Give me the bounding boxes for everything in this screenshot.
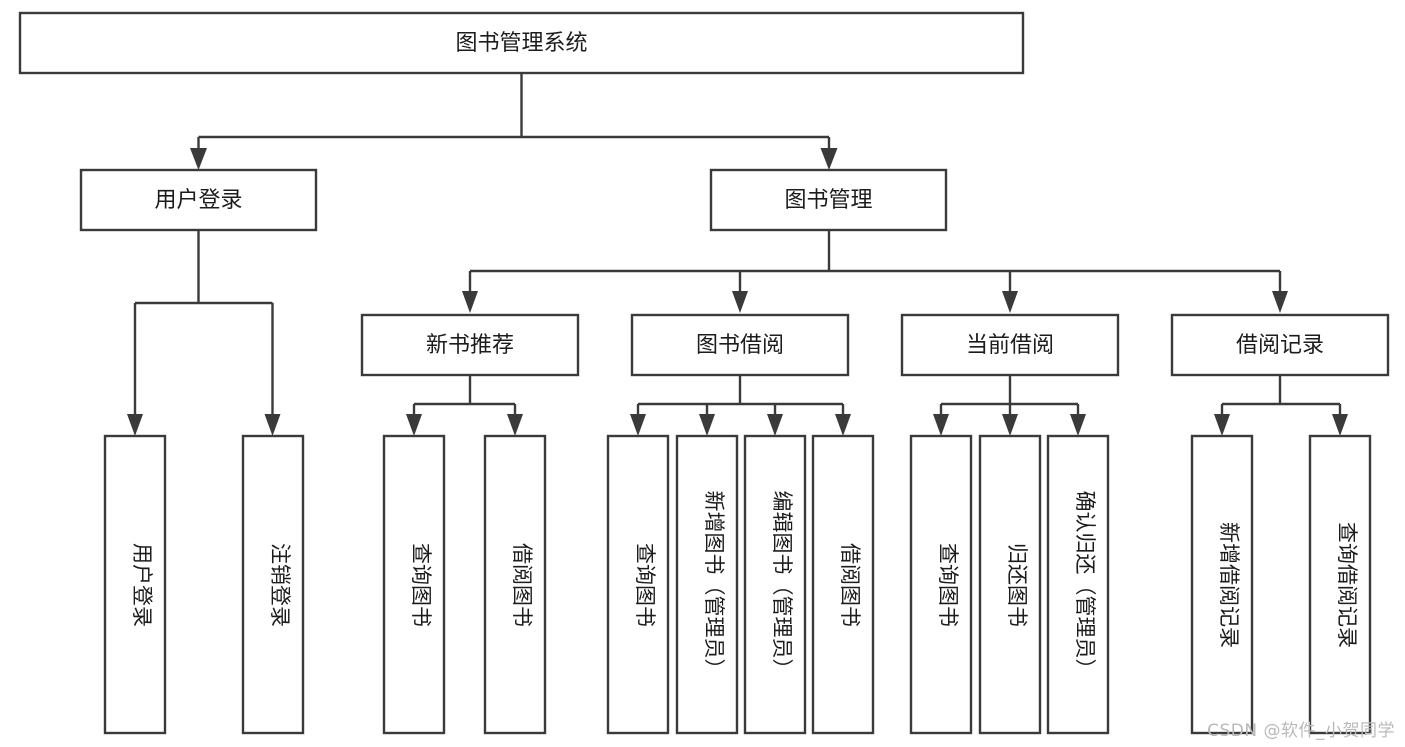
node-leaf-borrow-book-1-box[interactable] [483, 434, 547, 735]
node-leaf-add-borrow-record-label: 新增借阅记录 [1217, 522, 1241, 648]
node-leaf-add-book-admin-label: 新增图书（管理员） [702, 491, 726, 680]
node-leaf-return-book-label: 归还图书 [1005, 543, 1029, 627]
node-new-book-rec-box[interactable] [360, 313, 580, 377]
arrow-to-edit-book-admin [767, 414, 783, 436]
node-leaf-query-book-1-box[interactable] [382, 434, 446, 735]
node-leaf-query-book-2[interactable]: 查询图书 [606, 434, 670, 735]
node-leaf-confirm-return-admin-label: 确认归还（管理员） [1073, 491, 1097, 680]
node-leaf-logout[interactable]: 注销登录 [241, 434, 305, 735]
node-leaf-query-book-2-box[interactable] [606, 434, 670, 735]
node-leaf-query-book-3-label: 查询图书 [936, 543, 960, 627]
node-user-login[interactable]: 用户登录 [79, 168, 318, 232]
node-user-login-box[interactable] [79, 168, 318, 232]
connector-group-root [190, 73, 838, 170]
node-leaf-query-borrow-record-label: 查询借阅记录 [1335, 522, 1359, 648]
node-new-book-rec[interactable]: 新书推荐 [360, 313, 580, 377]
node-leaf-add-borrow-record-box[interactable] [1190, 434, 1254, 735]
arrow-to-borrow-record [1272, 291, 1288, 313]
arrow-to-query-book-2 [630, 414, 646, 436]
arrow-to-add-book-admin [699, 414, 715, 436]
node-leaf-logout-label: 注销登录 [268, 543, 292, 627]
node-leaf-confirm-return-admin-box[interactable] [1046, 434, 1110, 735]
node-current-borrow[interactable]: 当前借阅 [900, 313, 1120, 377]
arrow-root-to-userlogin [190, 148, 207, 170]
arrow-to-borrow-book-1 [507, 414, 523, 436]
node-leaf-query-borrow-record[interactable]: 查询借阅记录 [1308, 434, 1372, 735]
node-book-manage-box[interactable] [709, 168, 948, 232]
node-leaf-add-borrow-record[interactable]: 新增借阅记录 [1190, 434, 1254, 735]
node-root-box[interactable] [18, 11, 1025, 75]
arrow-to-borrow-book-2 [835, 414, 851, 436]
node-leaf-borrow-book-1[interactable]: 借阅图书 [483, 434, 547, 735]
node-borrow-record[interactable]: 借阅记录 [1170, 313, 1390, 377]
node-leaf-confirm-return-admin[interactable]: 确认归还（管理员） [1046, 434, 1110, 735]
connector-group-currentborrow [933, 375, 1086, 436]
arrow-to-confirm-return-admin [1070, 414, 1086, 436]
arrow-to-query-book-3 [933, 414, 949, 436]
node-leaf-add-book-admin[interactable]: 新增图书（管理员） [675, 434, 739, 735]
node-leaf-query-book-3[interactable]: 查询图书 [909, 434, 973, 735]
node-leaf-edit-book-admin-box[interactable] [743, 434, 807, 735]
node-book-manage-label: 图书管理 [784, 188, 872, 213]
node-new-book-rec-label: 新书推荐 [426, 333, 514, 358]
node-leaf-query-book-1-label: 查询图书 [409, 543, 433, 627]
connector-group-newbookrec [406, 375, 523, 436]
node-leaf-borrow-book-2-box[interactable] [811, 434, 875, 735]
arrow-to-leaf-user-login [127, 414, 143, 436]
arrow-to-book-borrow [732, 291, 748, 313]
node-leaf-borrow-book-2-label: 借阅图书 [838, 543, 862, 627]
node-leaf-borrow-book-1-label: 借阅图书 [510, 543, 534, 627]
node-leaf-edit-book-admin[interactable]: 编辑图书（管理员） [743, 434, 807, 735]
arrow-to-new-book-rec [462, 291, 478, 313]
node-leaf-add-book-admin-box[interactable] [675, 434, 739, 735]
connector-group-bookmanage [462, 230, 1288, 313]
arrow-to-query-book-1 [406, 414, 422, 436]
node-leaf-logout-box[interactable] [241, 434, 305, 735]
arrow-to-leaf-logout [264, 414, 281, 436]
watermark-text: CSDN @软件_小贺同学 [1207, 721, 1395, 741]
connector-group-bookborrow [630, 375, 851, 436]
arrow-to-add-borrow-record [1214, 414, 1230, 436]
node-root[interactable]: 图书管理系统 [18, 11, 1025, 75]
node-leaf-user-login[interactable]: 用户登录 [103, 434, 167, 735]
node-current-borrow-box[interactable] [900, 313, 1120, 377]
node-leaf-return-book-box[interactable] [978, 434, 1042, 735]
node-leaf-borrow-book-2[interactable]: 借阅图书 [811, 434, 875, 735]
node-current-borrow-label: 当前借阅 [966, 333, 1054, 358]
node-user-login-label: 用户登录 [154, 188, 242, 213]
node-borrow-record-box[interactable] [1170, 313, 1390, 377]
node-leaf-query-book-3-box[interactable] [909, 434, 973, 735]
node-leaf-return-book[interactable]: 归还图书 [978, 434, 1042, 735]
node-borrow-record-label: 借阅记录 [1236, 333, 1324, 358]
node-leaf-user-login-label: 用户登录 [130, 543, 154, 627]
arrow-root-to-bookmanage [820, 148, 838, 170]
node-leaf-query-book-2-label: 查询图书 [633, 543, 657, 627]
node-book-borrow-box[interactable] [630, 313, 850, 377]
node-leaf-user-login-box[interactable] [103, 434, 167, 735]
node-book-manage[interactable]: 图书管理 [709, 168, 948, 232]
arrow-to-return-book [1002, 414, 1018, 436]
node-root-label: 图书管理系统 [455, 31, 587, 56]
node-leaf-edit-book-admin-label: 编辑图书（管理员） [770, 491, 794, 680]
node-book-borrow[interactable]: 图书借阅 [630, 313, 850, 377]
node-leaf-query-book-1[interactable]: 查询图书 [382, 434, 446, 735]
node-leaf-query-borrow-record-box[interactable] [1308, 434, 1372, 735]
node-book-borrow-label: 图书借阅 [696, 333, 784, 358]
arrow-to-current-borrow [1002, 291, 1018, 313]
arrow-to-query-borrow-record [1332, 414, 1348, 436]
connector-group-borrowrecord [1214, 375, 1348, 436]
connector-group-userlogin [127, 230, 281, 436]
